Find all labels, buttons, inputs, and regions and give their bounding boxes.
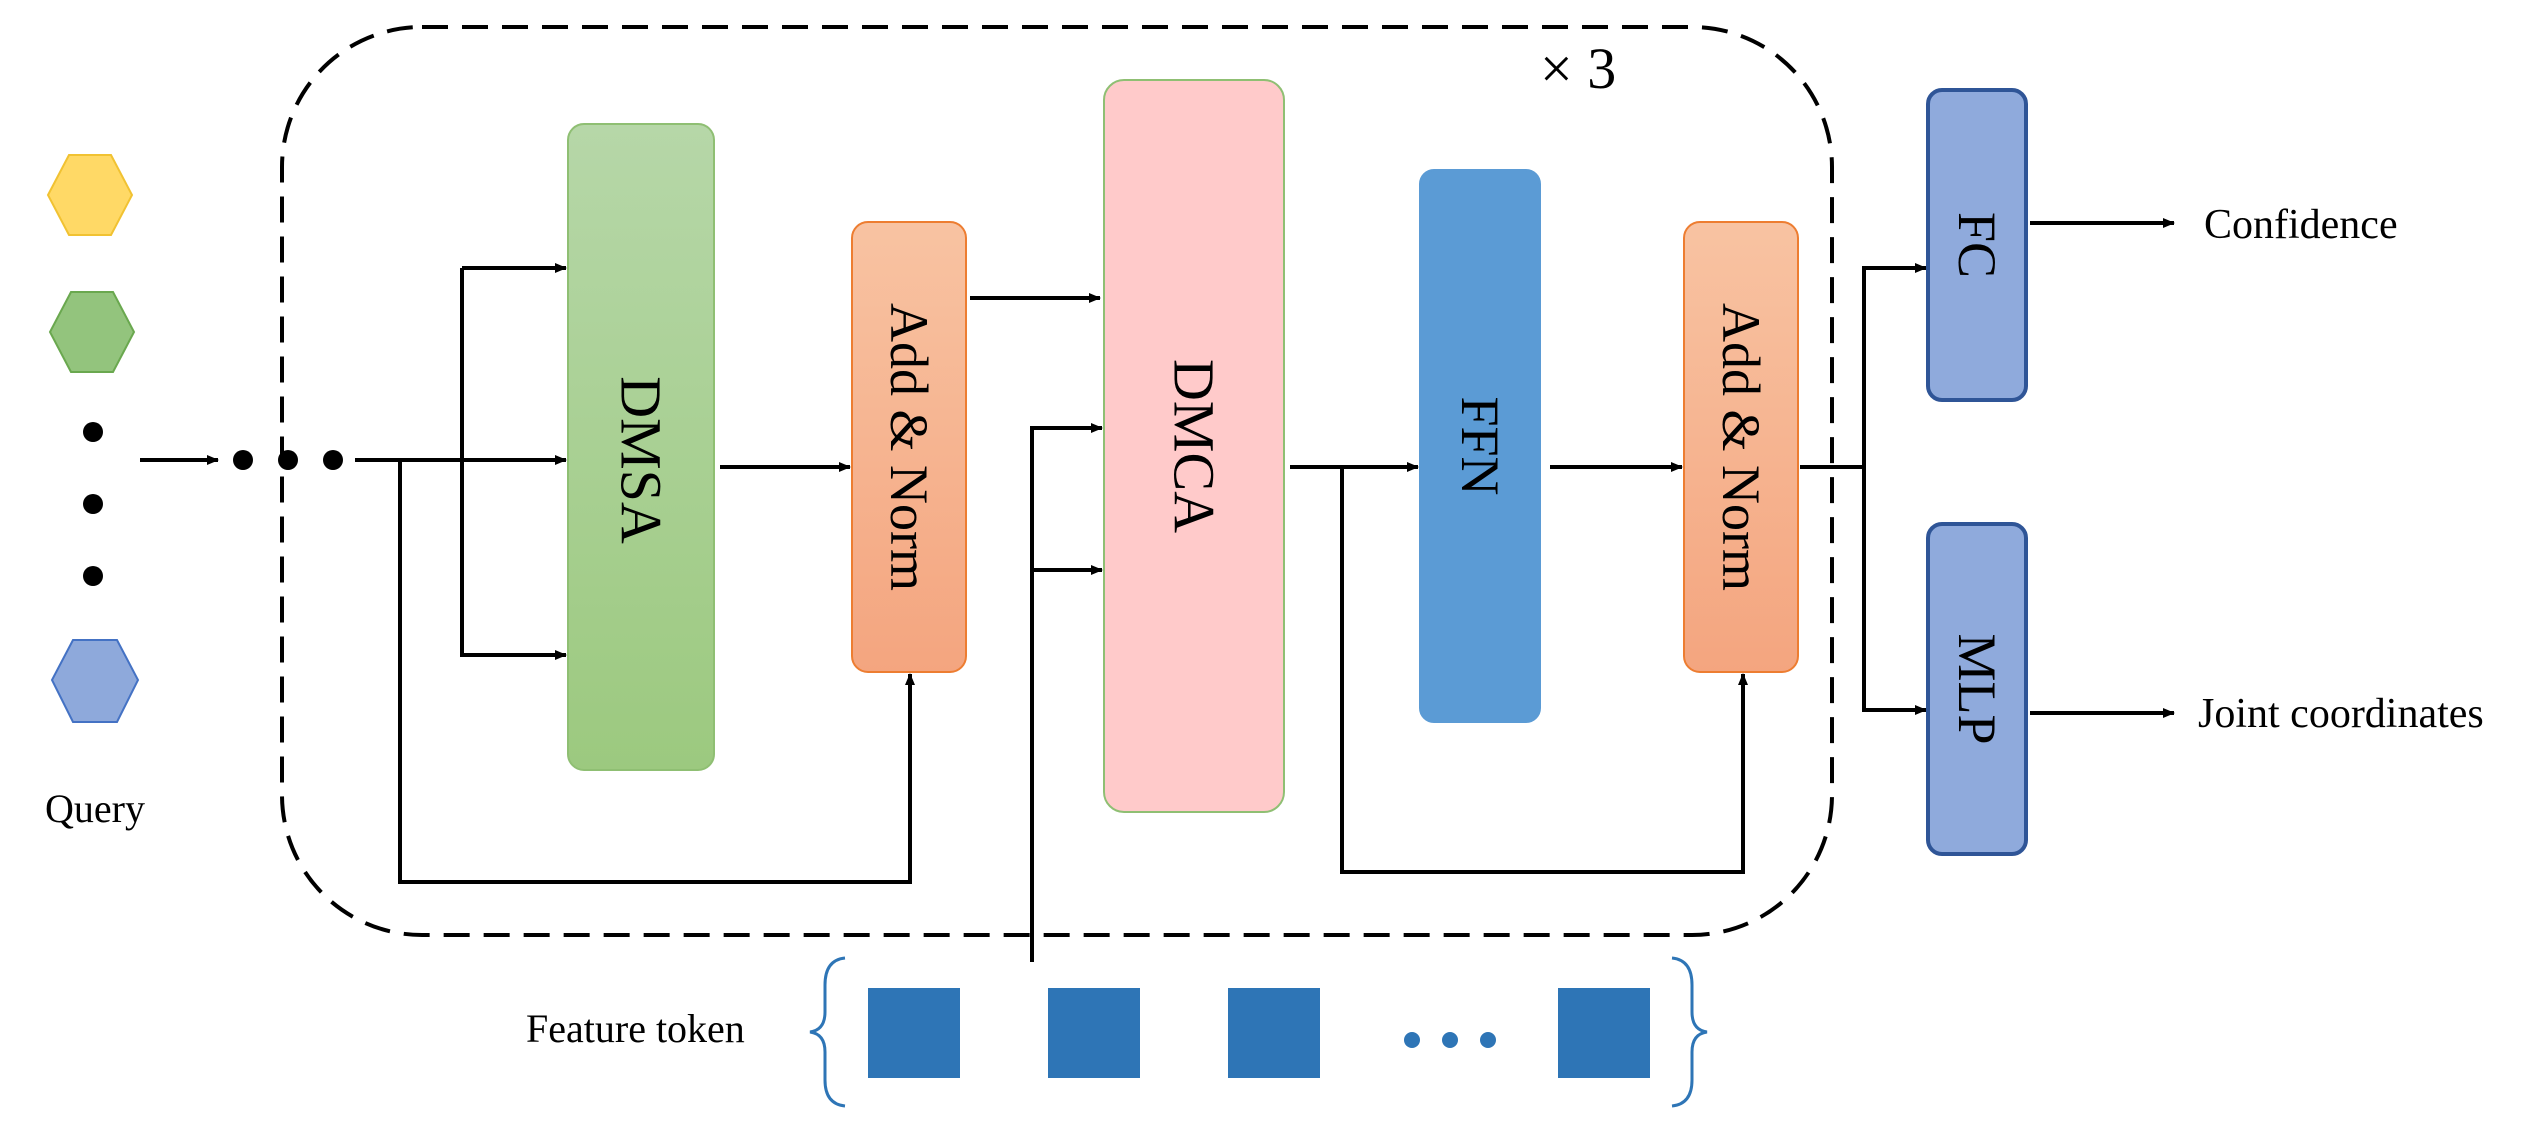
repeat-label: × 3 [1540,36,1616,101]
ffn-block [1419,169,1541,723]
input-dot [233,450,253,470]
mlp-label: MLP [1947,633,2007,744]
to-fc-arrow [1862,263,1927,467]
feature-token-square [1558,988,1650,1078]
query-hexagon-yellow [46,154,134,236]
fc-label: FC [1947,212,2007,278]
feature-token-left-brace [809,956,846,1108]
query-ellipsis-dot [83,494,103,514]
confidence-label: Confidence [2204,202,2398,248]
addnorm-block-2 [1683,221,1799,673]
input-dot [323,450,343,470]
addnorm-block-1 [851,221,967,673]
input-dot [278,450,298,470]
dmsa-input-arrow-bottom [460,460,567,660]
dmsa-input-connector [355,268,464,462]
to-mlp-arrow [1862,467,1927,715]
residual-connection-1 [398,460,915,884]
dmsa-label: DMSA [609,376,674,544]
feature-token-square [1048,988,1140,1078]
dmsa-block [567,123,715,771]
query-ellipsis-dot [83,566,103,586]
dmca-block [1103,79,1285,813]
fc-block [1926,88,2028,402]
residual-connection-2 [1340,467,1748,874]
feature-token-right-brace [1671,956,1708,1108]
feature-to-dmca-arrow-top [1030,423,1103,570]
query-ellipsis-dot [83,422,103,442]
repeat-region [280,25,1834,937]
query-hexagon-blue [50,639,140,723]
joint-coordinates-label: Joint coordinates [2198,691,2484,737]
addnorm-label-2: Add & Norm [1711,303,1771,591]
query-hexagon-green [48,291,136,373]
feature-token-square [868,988,960,1078]
mlp-block [1926,522,2028,856]
feature-token-ellipsis-dot [1404,1032,1420,1048]
feature-token-label: Feature token [526,1006,745,1051]
feature-token-ellipsis-dot [1442,1032,1458,1048]
ffn-label: FFN [1450,396,1510,495]
feature-token-ellipsis-dot [1480,1032,1496,1048]
dmca-label: DMCA [1162,359,1227,533]
addnorm-label-1: Add & Norm [879,303,939,591]
feature-token-square [1228,988,1320,1078]
query-label: Query [45,786,145,831]
